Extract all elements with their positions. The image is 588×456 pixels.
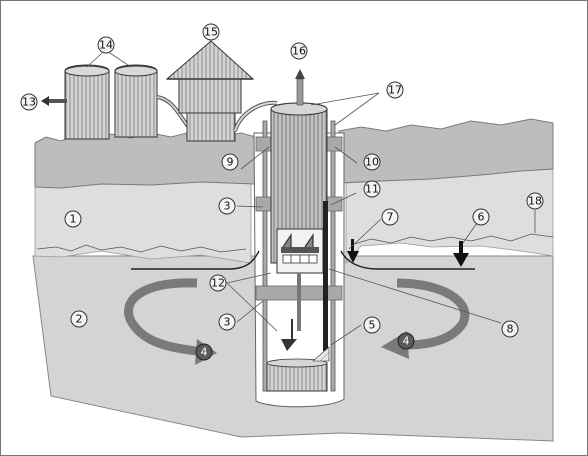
flow-arrow-left: [124, 278, 198, 356]
svg-text:4: 4: [201, 346, 208, 359]
hose-to-borehole-inner: [234, 101, 278, 132]
callout-10: 10: [363, 153, 381, 171]
callout-9: 9: [221, 153, 239, 171]
surface-soil-right: [338, 118, 554, 184]
callout-15: 15: [202, 23, 220, 41]
svg-text:5: 5: [369, 319, 376, 332]
bottom-tank-top: [266, 358, 328, 368]
svg-text:3: 3: [224, 200, 231, 213]
drawdown-right: [340, 250, 475, 270]
callout-14: 14: [97, 36, 115, 54]
svg-text:10: 10: [365, 156, 379, 169]
casing-rod-left: [262, 120, 268, 392]
callout-13: 13: [20, 93, 38, 111]
leader-lines: [86, 52, 536, 346]
water-table-right: [350, 233, 554, 246]
casing-rod-right: [330, 120, 336, 392]
svg-text:18: 18: [528, 195, 542, 208]
callout-3-lower: 3: [218, 313, 236, 331]
pump-shaft: [297, 273, 301, 331]
callout-1: 1: [64, 210, 82, 228]
flow-arrow-right: [396, 278, 470, 350]
svg-text:6: 6: [478, 211, 485, 224]
svg-text:2: 2: [76, 313, 83, 326]
callout-8: 8: [501, 320, 519, 338]
drawdown-left: [131, 250, 260, 270]
inlet-pipe: [296, 78, 304, 106]
water-table-left: [36, 244, 247, 253]
dark-pipe: [323, 201, 328, 351]
callout-2: 2: [70, 310, 88, 328]
roof-tank-upper: [178, 78, 242, 114]
pump-bar: [281, 247, 319, 253]
callout-4-left: 4: [195, 343, 213, 361]
callout-5: 5: [363, 316, 381, 334]
drive-arrow: [281, 319, 297, 351]
outlet-pipe: [49, 99, 67, 103]
svg-text:13: 13: [22, 96, 36, 109]
silo-right-top: [114, 65, 158, 77]
callout-16: 16: [290, 42, 308, 60]
svg-text:11: 11: [365, 183, 379, 196]
svg-text:8: 8: [507, 323, 514, 336]
svg-text:14: 14: [99, 39, 113, 52]
callout-17: 17: [386, 81, 404, 99]
svg-text:17: 17: [388, 84, 402, 97]
callout-12: 12: [209, 274, 227, 292]
svg-text:3: 3: [224, 316, 231, 329]
roof-tank-body: [186, 110, 236, 142]
callout-18: 18: [526, 192, 544, 210]
callout-7: 7: [381, 208, 399, 226]
inlet-arrow: [295, 69, 305, 79]
svg-text:12: 12: [211, 277, 225, 290]
callout-11: 11: [363, 180, 381, 198]
silo-left-top: [64, 65, 110, 77]
callout-4-right: 4: [397, 332, 415, 350]
svg-text:7: 7: [387, 211, 394, 224]
svg-text:1: 1: [70, 213, 77, 226]
svg-text:16: 16: [292, 45, 306, 58]
level-arrow-7: [347, 251, 359, 263]
svg-text:9: 9: [227, 156, 234, 169]
callout-6: 6: [472, 208, 490, 226]
outlet-arrow: [41, 96, 49, 106]
level-arrow-6: [453, 253, 469, 267]
roof-tank-cone: [165, 40, 255, 80]
pump-blades: [282, 233, 314, 248]
bottom-tank: [266, 362, 328, 392]
svg-text:4: 4: [403, 335, 410, 348]
svg-text:15: 15: [204, 26, 218, 39]
callout-3-upper: 3: [218, 197, 236, 215]
hatched-wedge: [312, 346, 330, 362]
